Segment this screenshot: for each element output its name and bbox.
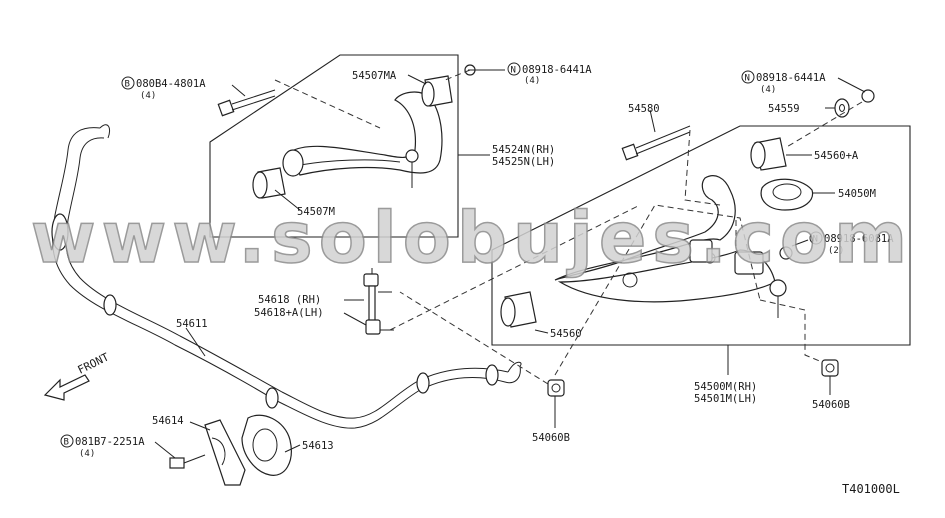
nut-marker-top-letter: N [511,66,516,76]
label-54500m: 54500M(RH) [694,381,757,393]
bushing-54560 [500,291,537,328]
label-54060b-right: 54060B [812,399,850,411]
bushing-54560a [750,137,787,171]
label-nut-mid: 08918-6081A [824,233,894,245]
leader-lines [154,69,866,459]
front-arrow: FRONT [43,350,112,401]
bolt-marker-top-left [121,76,135,90]
label-54050m: 54050M [838,188,876,200]
nut-marker-right [741,70,755,84]
label-bolt-top-left-qty: (4) [140,91,156,101]
label-nut-mid-qty: (2) [828,246,844,256]
front-label: FRONT [76,350,112,376]
label-bolt-top-left: 080B4-4801A [136,78,206,90]
nut-marker-mid [809,231,823,245]
label-54507ma: 54507MA [352,70,397,82]
label-54524n: 54524N(RH) [492,144,555,156]
label-54614: 54614 [152,415,184,427]
label-54560: 54560 [550,328,582,340]
label-54611: 54611 [176,318,208,330]
front-arrow-icon [43,374,90,401]
label-54618-rh: 54618 (RH) [258,294,321,306]
label-54507m: 54507M [297,206,335,218]
bushing-54613 [241,414,292,476]
lower-control-arm [554,175,787,318]
label-54060b-left: 54060B [532,432,570,444]
label-54501m: 54501M(LH) [694,393,757,405]
link-nut-right [821,359,839,377]
nut-marker-top [507,62,521,76]
upper-arm-frame [209,54,459,238]
clamp-bolt [169,454,206,469]
stabilizer-link-54618 [363,268,394,335]
label-nut-right-qty: (4) [760,85,776,95]
label-bolt-bottom-left: 081B7-2251A [75,436,145,448]
label-54580: 54580 [628,103,660,115]
label-bolt-bottom-left-qty: (4) [79,449,95,459]
bolt-marker-top-left-letter: B [125,80,130,90]
bump-stop-nut [779,246,793,260]
nut-marker-right-letter: N [745,74,750,84]
label-54613: 54613 [302,440,334,452]
dashed-guides [274,69,863,385]
stabilizer-bar [51,124,522,429]
upper-control-arm [282,91,443,188]
label-nut-top-qty: (4) [524,76,540,86]
upper-arm-bolt [217,89,276,117]
nut-marker-mid-letter: N [813,235,818,245]
bolt-marker-bottom-left-letter: B [64,438,69,448]
label-54618-lh: 54618+A(LH) [254,307,324,319]
bolt-marker-bottom-left [60,434,74,448]
label-54525n: 54525N(LH) [492,156,555,168]
bushing-54507ma [421,75,453,107]
lower-arm-bolt [621,125,691,161]
link-nut-left [547,379,565,397]
label-54559: 54559 [768,103,800,115]
bar-bushing-band-left [51,213,69,251]
watermark-text: www.solobujes.com [31,197,913,279]
bushing-clamp-54614 [204,419,246,486]
bump-stop-54050m [760,178,814,211]
label-nut-right: 08918-6441A [756,72,826,84]
label-54560a: 54560+A [814,150,859,162]
label-nut-top: 08918-6441A [522,64,592,76]
diagram-code: T401000L [842,482,900,496]
bushing-54507m [252,167,286,199]
lower-arm-nut-top [861,89,875,103]
lower-arm-frame [491,125,911,346]
